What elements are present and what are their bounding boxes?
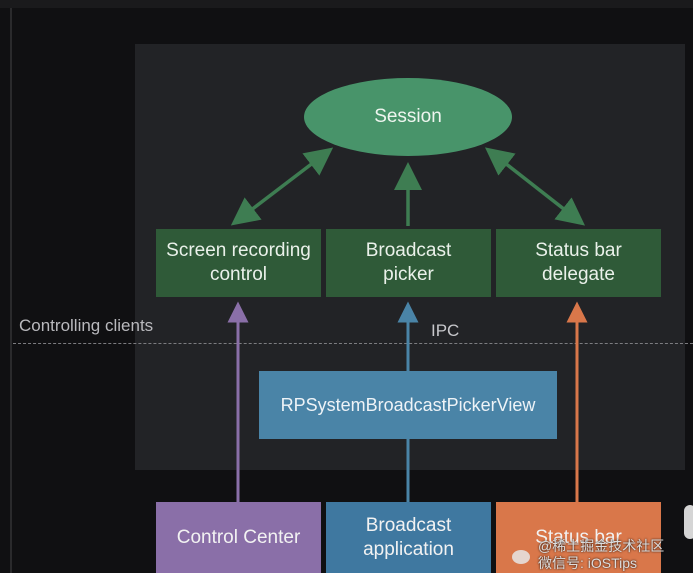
status-bar-box: Status bar (496, 502, 661, 573)
session-node: Session (304, 78, 512, 156)
picker-view-box: RPSystemBroadcastPickerView (259, 371, 557, 439)
left-edge (10, 8, 12, 573)
watermark: @稀土掘金技术社区 微信号: iOSTips (512, 536, 688, 573)
edge-handle (684, 505, 693, 539)
session-label: Session (374, 106, 442, 127)
broadcast-application-box: Broadcast application (326, 502, 491, 573)
broadcast-application-label: Broadcast application (363, 514, 454, 560)
controlling-clients-divider (13, 343, 693, 344)
control-center-box: Control Center (156, 502, 321, 573)
status-bar-delegate-label: Status bar delegate (535, 240, 622, 285)
controlling-clients-label: Controlling clients (19, 316, 154, 335)
status-bar-label: Status bar (535, 526, 622, 548)
control-center-label: Control Center (176, 526, 301, 548)
status-bar-delegate-box: Status bar delegate (496, 229, 661, 297)
picker-view-label: RPSystemBroadcastPickerView (280, 394, 536, 415)
watermark-line1: @稀土掘金技术社区 (538, 538, 665, 554)
screen-recording-label: Screen recording control (166, 240, 311, 285)
arrow-session-status-bar-delegate (484, 147, 586, 226)
watermark-line2: 微信号: iOSTips (538, 555, 638, 571)
wechat-icon (512, 550, 530, 564)
ipc-label: IPC (431, 321, 460, 340)
arrow-session-screen-recording (230, 147, 334, 226)
broadcast-picker-box: Broadcast picker (326, 229, 491, 297)
top-strip (0, 0, 693, 8)
broadcast-picker-label: Broadcast picker (365, 240, 452, 285)
screen-recording-control-box: Screen recording control (156, 229, 321, 297)
